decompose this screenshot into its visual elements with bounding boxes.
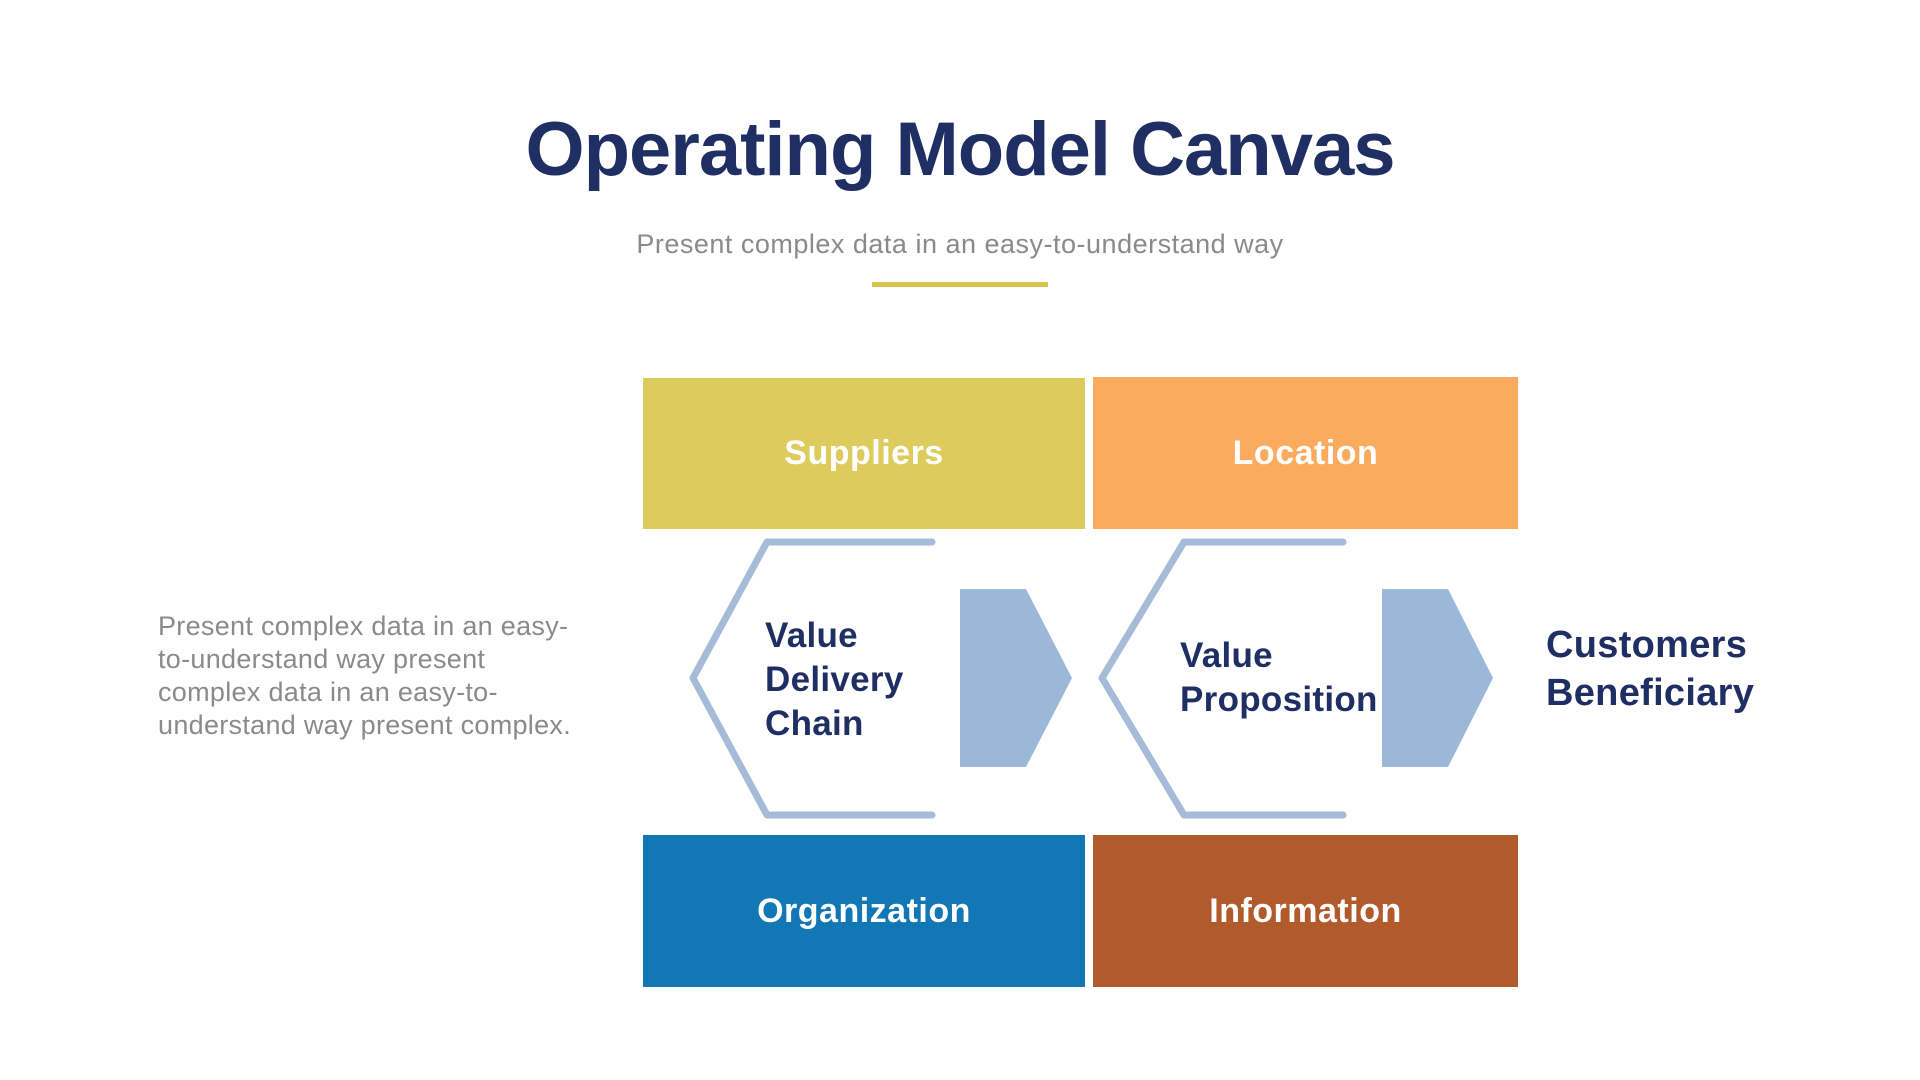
customers-beneficiary-label: Customers Beneficiary	[1546, 624, 1755, 714]
arrow-right-icon	[1382, 589, 1493, 767]
information-box: Information	[1093, 835, 1518, 987]
description-text: Present complex data in an easy- to-unde…	[158, 611, 572, 740]
page-title: Operating Model Canvas	[525, 107, 1395, 192]
page-subtitle: Present complex data in an easy-to-under…	[636, 229, 1284, 259]
value-delivery-chain-label: Value Delivery Chain	[765, 616, 904, 743]
value-delivery-chain-chevron-outline	[689, 538, 936, 819]
suppliers-box: Suppliers	[643, 378, 1085, 529]
flow-arrows-graphic	[689, 538, 1493, 819]
organization-box: Organization	[643, 835, 1085, 987]
location-label: Location	[1232, 433, 1379, 472]
location-box: Location	[1093, 377, 1518, 529]
organization-label: Organization	[757, 891, 971, 930]
title-underline	[872, 282, 1048, 287]
value-proposition-label: Value Proposition	[1180, 636, 1378, 719]
information-label: Information	[1209, 891, 1402, 930]
arrow-right-icon	[960, 589, 1072, 767]
value-proposition-chevron-outline	[1098, 538, 1347, 819]
suppliers-label: Suppliers	[784, 434, 944, 472]
